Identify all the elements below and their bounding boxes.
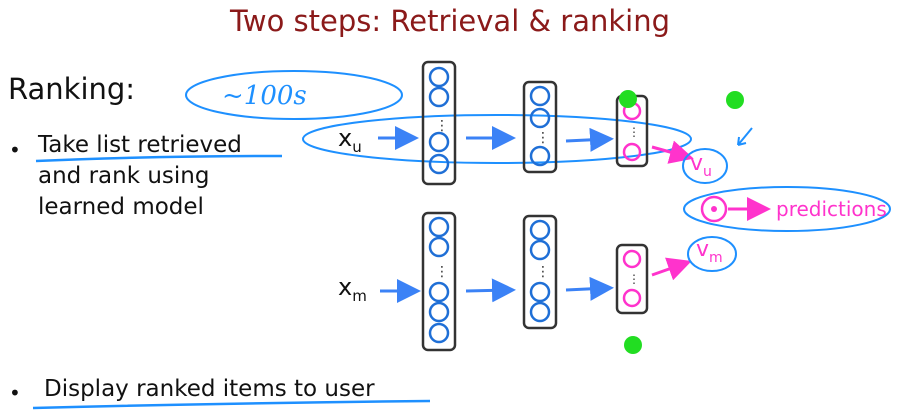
movie-layer-3-ellipsis: ⋮ bbox=[628, 272, 640, 286]
user-layer-2-unit bbox=[529, 145, 551, 167]
underline-take-list bbox=[35, 154, 283, 163]
vm-ellipse bbox=[687, 236, 737, 272]
green-dot bbox=[726, 91, 744, 109]
bullet-1-line-3: learned model bbox=[38, 194, 204, 220]
movie-layer-1-unit bbox=[428, 216, 450, 238]
movie-layer-1-ellipsis: ⋮ bbox=[435, 264, 449, 280]
note-ellipse bbox=[185, 70, 403, 120]
movie-layer-1-unit bbox=[428, 281, 450, 303]
page-title: Two steps: Retrieval & ranking bbox=[229, 4, 671, 38]
user-layer-2-box bbox=[522, 80, 558, 174]
user-output-unit bbox=[622, 142, 642, 162]
dot-product-node bbox=[700, 195, 728, 223]
handwritten-note: ~100s bbox=[222, 81, 307, 111]
user-arrow-2-3 bbox=[565, 127, 614, 152]
user-layer-1-ellipsis: ⋮ bbox=[435, 118, 449, 134]
user-layer-1-unit bbox=[428, 66, 450, 88]
movie-output-unit bbox=[622, 249, 642, 269]
movie-input-label: xm bbox=[338, 273, 367, 305]
user-layer-2-unit bbox=[529, 85, 551, 107]
annotation-arrow bbox=[737, 127, 753, 146]
bullet-marker-2: • bbox=[9, 381, 21, 405]
user-layer-1-unit bbox=[428, 153, 450, 175]
movie-layer-1-box bbox=[421, 211, 457, 352]
user-input-label: xu bbox=[338, 124, 362, 156]
user-layer-1-box bbox=[421, 60, 457, 186]
user-tower-ellipse bbox=[302, 114, 692, 164]
user-layer-2-unit bbox=[529, 107, 551, 129]
dot-product-dot bbox=[711, 206, 717, 212]
movie-layer-2-unit bbox=[529, 301, 551, 323]
bullet-2-line-1: Display ranked items to user bbox=[44, 376, 375, 402]
user-layer-2-ellipsis: ⋮ bbox=[536, 130, 550, 146]
bullet-1-line-2: and rank using bbox=[38, 163, 210, 189]
movie-arrow-1-2 bbox=[465, 278, 516, 303]
movie-layer-2-unit bbox=[529, 281, 551, 303]
movie-layer-3-box bbox=[615, 243, 649, 315]
movie-layer-1-unit bbox=[428, 322, 450, 344]
green-dot bbox=[624, 336, 642, 354]
user-layer-1-unit bbox=[428, 131, 450, 153]
bullet-1-line-1: Take list retrieved bbox=[38, 132, 242, 158]
green-dot bbox=[619, 90, 637, 108]
movie-layer-1-unit bbox=[428, 236, 450, 258]
movie-arrow-2-3 bbox=[565, 276, 614, 301]
movie-output-unit bbox=[622, 288, 642, 308]
movie-layer-2-unit bbox=[529, 239, 551, 261]
user-vector-label: vu bbox=[690, 151, 712, 180]
predictions-label: predictions bbox=[776, 197, 887, 221]
movie-layer-2-box bbox=[522, 214, 558, 330]
user-layer-3-ellipsis: ⋮ bbox=[628, 125, 640, 139]
movie-vector-label: vm bbox=[696, 237, 723, 266]
user-to-vu-arrow bbox=[651, 140, 694, 164]
movie-layer-1-unit bbox=[428, 301, 450, 323]
user-layer-1-unit bbox=[428, 86, 450, 108]
predictions-ellipse bbox=[683, 186, 891, 232]
vu-ellipse bbox=[682, 148, 728, 184]
underline-display bbox=[32, 399, 431, 410]
bullet-marker-1: • bbox=[9, 138, 21, 162]
section-heading: Ranking: bbox=[8, 72, 136, 106]
movie-layer-2-ellipsis: ⋮ bbox=[536, 264, 550, 280]
movie-layer-2-unit bbox=[529, 219, 551, 241]
movie-to-vm-arrow bbox=[651, 257, 692, 281]
